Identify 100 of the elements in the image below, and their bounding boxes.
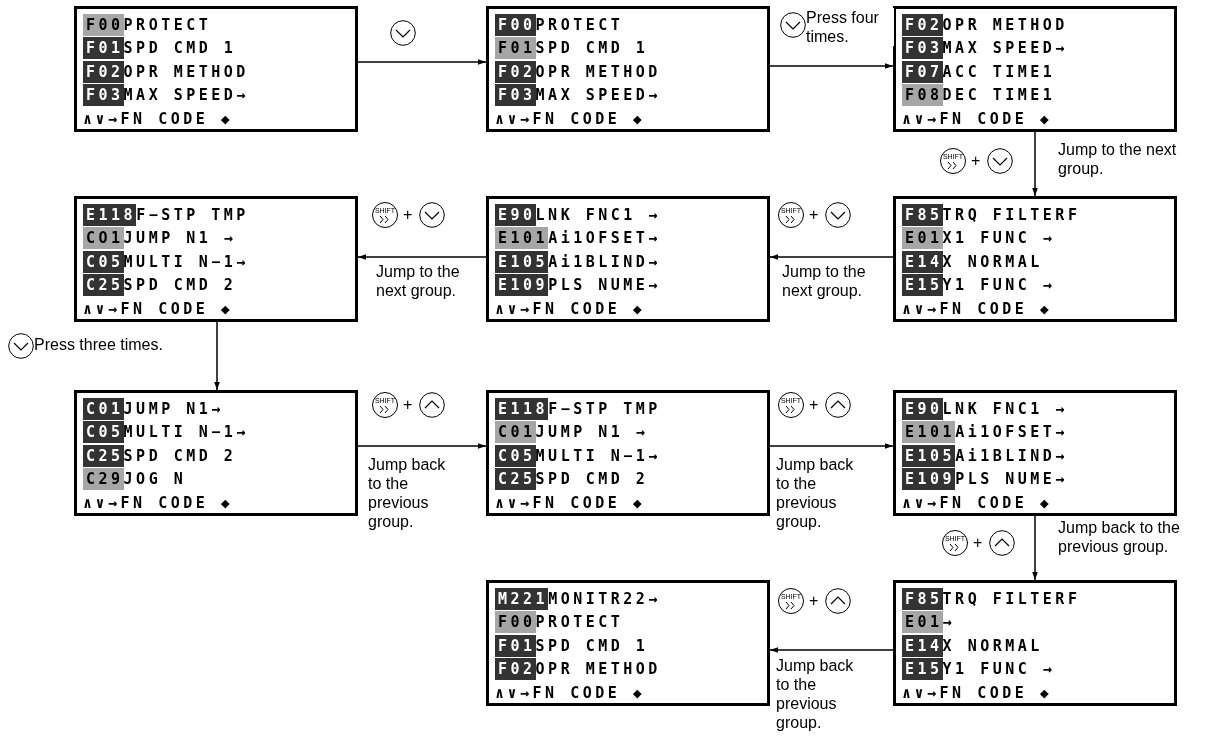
function-code: E105 — [902, 444, 956, 467]
status-line: ∧∨→FN CODE ◆ — [495, 492, 646, 514]
function-code: F01 — [83, 37, 124, 60]
status-line: ∧∨→FN CODE ◆ — [902, 492, 1053, 514]
function-code: E109 — [902, 468, 956, 491]
function-code: E101 — [902, 421, 956, 444]
function-code: E01 — [902, 611, 943, 634]
function-code: F02 — [495, 60, 536, 83]
function-code: E118 — [83, 203, 137, 226]
function-code: F03 — [902, 37, 943, 60]
parameter-name: Ai1BLIND→ — [955, 445, 1068, 467]
plus-sign: + — [973, 534, 983, 552]
parameter-name: PROTECT — [535, 612, 624, 634]
function-code: C05 — [83, 250, 124, 273]
lcd-screen — [74, 6, 358, 132]
function-code: F00 — [495, 611, 536, 634]
arrow — [214, 321, 220, 391]
lcd-screen — [486, 196, 770, 322]
parameter-name: Ai1BLIND→ — [548, 251, 661, 273]
parameter-name: LNK FNC1 → — [535, 204, 661, 226]
lcd-screen — [74, 196, 358, 322]
function-code: E14 — [902, 634, 943, 657]
arrow — [1032, 515, 1038, 581]
parameter-name: DEC TIME1 — [942, 85, 1056, 107]
parameter-name: JUMP N1→ — [123, 398, 224, 420]
status-line: ∧∨→FN CODE ◆ — [83, 108, 234, 130]
parameter-name: MULTI N−1→ — [535, 445, 661, 467]
function-code: F07 — [902, 60, 943, 83]
parameter-name: PLS NUME→ — [955, 469, 1068, 491]
parameter-name: MAX SPEED→ — [123, 85, 249, 107]
function-code: F01 — [495, 37, 536, 60]
parameter-name: OPR METHOD — [942, 14, 1068, 36]
parameter-name: SPD CMD 2 — [123, 445, 237, 467]
function-code: E109 — [495, 274, 549, 297]
parameter-name: JOG N — [123, 469, 187, 491]
parameter-name: OPR METHOD — [535, 61, 661, 83]
status-line: ∧∨→FN CODE ◆ — [495, 682, 646, 704]
parameter-name: ACC TIME1 — [942, 61, 1056, 83]
parameter-name: SPD CMD 2 — [123, 275, 237, 297]
edge-label: Press four times. — [806, 8, 894, 46]
function-code: F02 — [83, 60, 124, 83]
function-code: CO1 — [83, 227, 124, 250]
plus-sign: + — [809, 592, 819, 610]
parameter-name: OPR METHOD — [535, 659, 661, 681]
parameter-name: MAX SPEED→ — [535, 85, 661, 107]
status-line: ∧∨→FN CODE ◆ — [495, 108, 646, 130]
lcd-screen — [893, 6, 1177, 132]
parameter-name: PROTECT — [123, 14, 212, 36]
parameter-name: F−STP TMP — [548, 398, 661, 420]
lcd-screen — [486, 390, 770, 516]
parameter-name: TRQ FILTERF — [942, 588, 1081, 610]
function-code: E118 — [495, 397, 549, 420]
function-code: C05 — [495, 444, 536, 467]
plus-sign: + — [403, 396, 413, 414]
arrow — [357, 59, 487, 65]
arrow — [357, 443, 487, 449]
function-code: F03 — [83, 84, 124, 107]
function-code: C01 — [83, 397, 124, 420]
function-code: F00 — [495, 13, 536, 36]
parameter-name: PROTECT — [535, 14, 624, 36]
lcd-screen — [893, 196, 1177, 322]
parameter-name: F−STP TMP — [136, 204, 249, 226]
function-code: M221 — [495, 587, 549, 610]
function-code: F85 — [902, 587, 943, 610]
function-code: E101 — [495, 227, 549, 250]
arrow — [769, 63, 894, 69]
plus-sign: + — [403, 206, 413, 224]
function-code: F85 — [902, 203, 943, 226]
parameter-name: LNK FNC1 → — [942, 398, 1068, 420]
function-code: E01 — [902, 227, 943, 250]
function-code: C05 — [83, 421, 124, 444]
parameter-name: OPR METHOD — [123, 61, 249, 83]
function-code: E14 — [902, 250, 943, 273]
parameter-name: Ai1OFSET→ — [955, 422, 1068, 444]
parameter-name: → — [942, 612, 956, 634]
function-code: F00 — [83, 13, 124, 36]
parameter-name: PLS NUME→ — [548, 275, 661, 297]
parameter-name: TRQ FILTERF — [942, 204, 1081, 226]
status-line: ∧∨→FN CODE ◆ — [902, 298, 1053, 320]
parameter-name: MULTI N−1→ — [123, 251, 249, 273]
function-code: F02 — [495, 658, 536, 681]
arrow — [769, 443, 894, 449]
function-code: E90 — [902, 397, 943, 420]
lcd-screen — [893, 580, 1177, 706]
parameter-name: X NORMAL — [942, 251, 1043, 273]
function-code: C29 — [83, 468, 124, 491]
arrow — [1032, 131, 1038, 197]
parameter-name: JUMP N1 → — [535, 422, 649, 444]
parameter-name: X NORMAL — [942, 635, 1043, 657]
parameter-name: SPD CMD 1 — [535, 38, 649, 60]
function-code: C25 — [495, 468, 536, 491]
parameter-name: SPD CMD 1 — [535, 635, 649, 657]
status-line: ∧∨→FN CODE ◆ — [902, 108, 1053, 130]
arrow — [769, 254, 894, 260]
arrow — [769, 647, 894, 653]
function-code: E90 — [495, 203, 536, 226]
parameter-name: SPD CMD 2 — [535, 469, 649, 491]
lcd-screen — [486, 6, 770, 132]
lcd-screen — [74, 390, 358, 516]
plus-sign: + — [809, 396, 819, 414]
